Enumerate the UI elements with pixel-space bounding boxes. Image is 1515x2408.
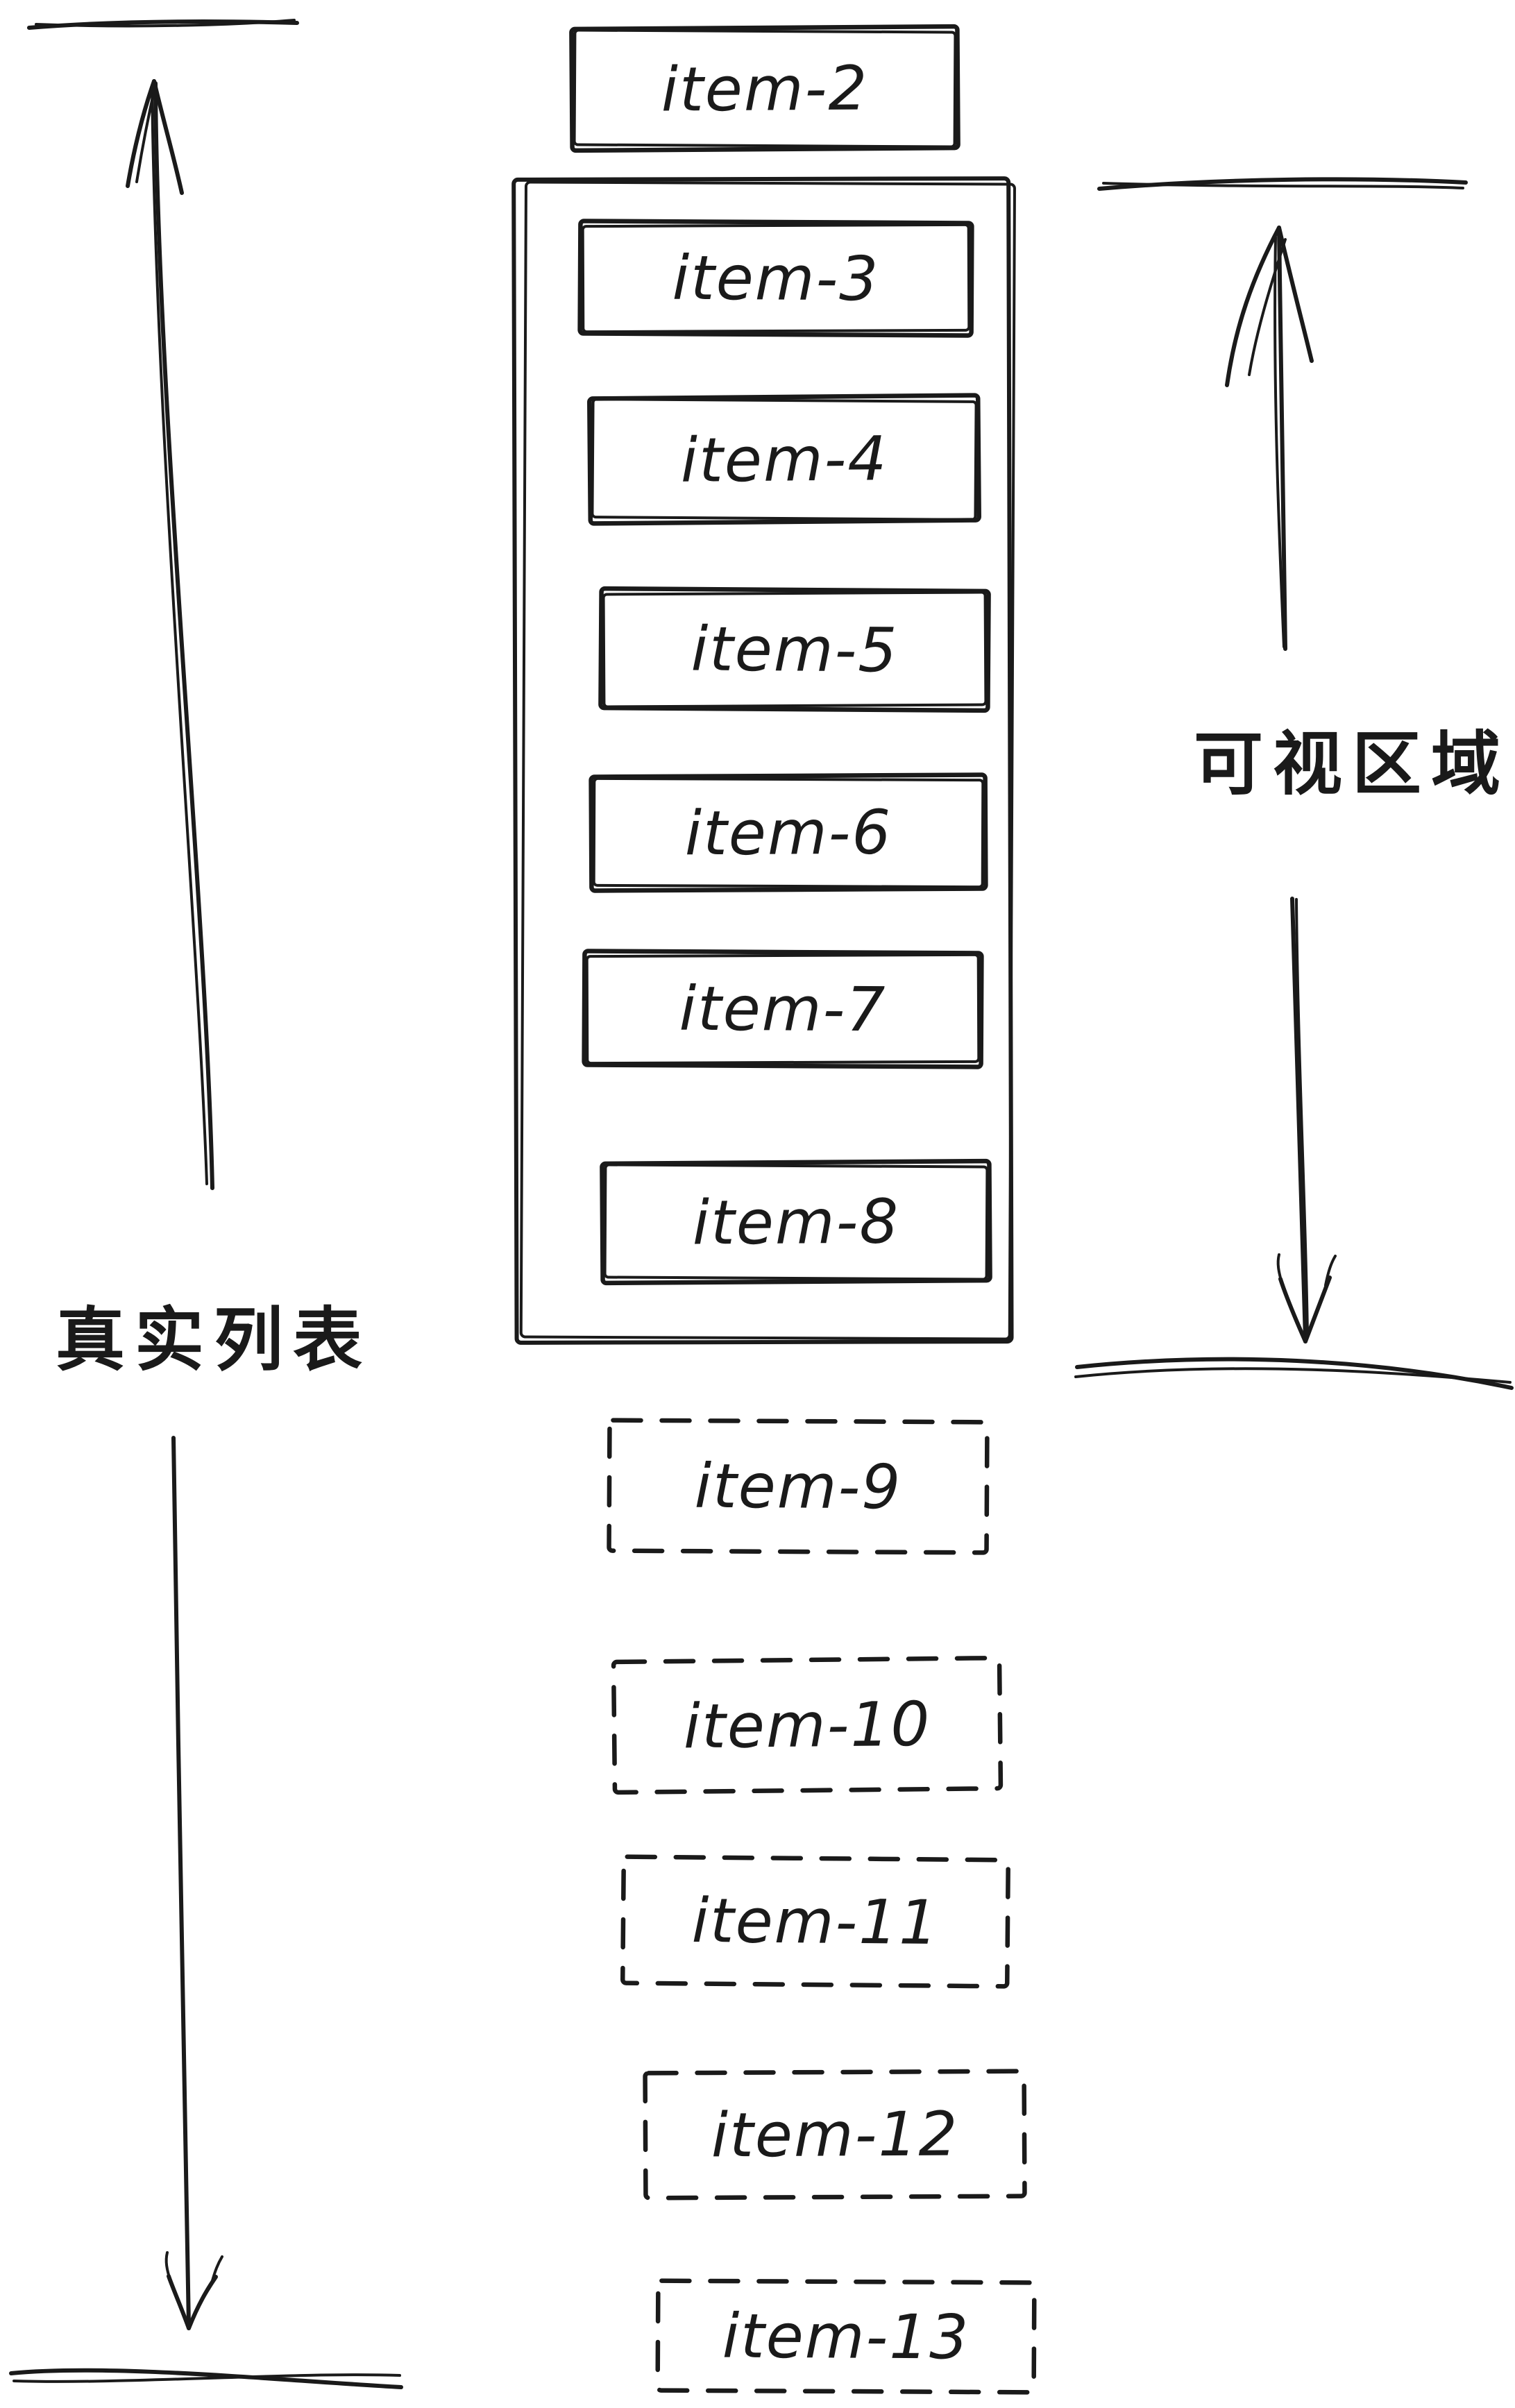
list-item-label-item-3: item-3 [672, 241, 880, 315]
list-item-label-item-6: item-6 [684, 796, 892, 870]
list-item-box-item-3 [577, 219, 974, 338]
list-item-box-item-12 [643, 2069, 1027, 2201]
list-item-box-item-3 [581, 223, 971, 334]
list-item-box-item-5 [602, 591, 988, 709]
visible-area-label: 可视区域 [1194, 725, 1510, 804]
list-item-label-item-13: item-13 [722, 2300, 970, 2373]
list-item-box-item-7 [582, 949, 984, 1069]
viewport-extent-arrow-bottom [1276, 897, 1337, 1343]
list-item-label-item-5: item-5 [691, 613, 899, 686]
list-item-box-item-10 [611, 1655, 1004, 1795]
list-item-label-item-9: item-9 [694, 1450, 902, 1523]
list-item-box-item-4 [591, 398, 978, 521]
list-item-label-item-7: item-7 [679, 972, 887, 1046]
real-list-bottom-boundary-line [9, 2368, 403, 2389]
list-item-label-item-8: item-8 [692, 1185, 900, 1259]
item-boxes-group [569, 24, 1037, 2395]
list-item-box-item-6 [589, 772, 988, 893]
real-list-top-boundary-line [27, 19, 299, 30]
list-item-box-item-7 [585, 953, 981, 1065]
real-list-extent-arrow-bottom [164, 1436, 223, 2330]
real-list-label: 真实列表 [56, 1301, 372, 1380]
list-item-box-item-5 [598, 586, 991, 713]
list-item-label-item-2: item-2 [661, 51, 869, 126]
list-item-label-item-10: item-10 [683, 1688, 931, 1763]
list-item-box-item-8 [600, 1158, 992, 1286]
viewport-bottom-boundary-line [1074, 1357, 1514, 1390]
list-item-box-item-11 [620, 1854, 1010, 1989]
list-item-box-item-6 [592, 777, 985, 889]
list-item-label-item-11: item-11 [691, 1884, 940, 1959]
list-item-box-item-2 [569, 24, 960, 153]
real-list-extent-arrow-top [126, 79, 214, 1190]
list-item-box-item-4 [587, 393, 981, 526]
list-item-box-item-8 [603, 1163, 989, 1281]
viewport-top-boundary-line [1097, 177, 1468, 191]
list-item-box-item-2 [573, 28, 957, 149]
list-item-box-item-9 [607, 1418, 990, 1555]
viewport-container-border [511, 176, 1016, 1345]
viewport-extent-arrow-top [1225, 226, 1314, 651]
list-item-label-item-12: item-12 [711, 2098, 959, 2171]
list-item-label-item-4: item-4 [680, 423, 888, 496]
